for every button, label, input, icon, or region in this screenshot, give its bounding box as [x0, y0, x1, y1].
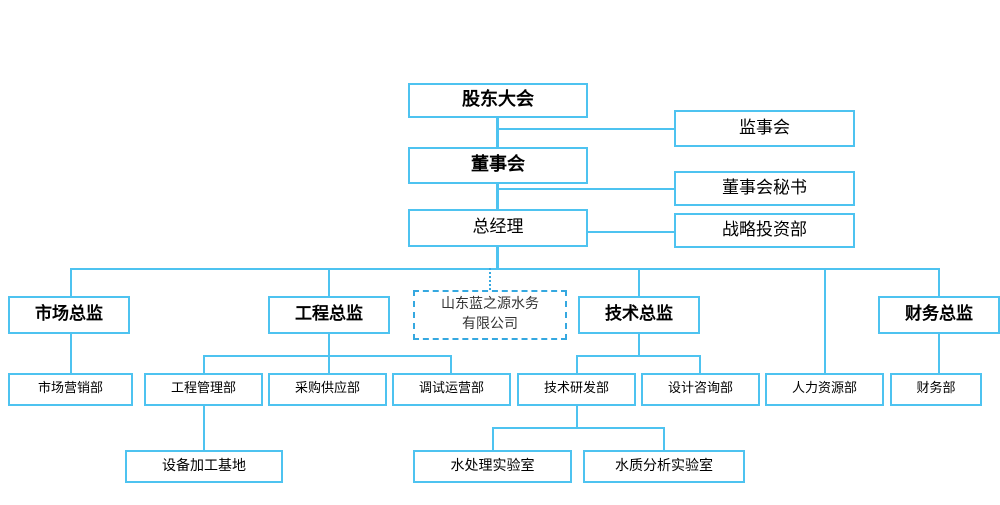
connector-gm-to-main-bus — [496, 246, 499, 269]
node-dept-design-consulting[interactable]: 设计咨询部 — [641, 373, 760, 406]
node-technology-director[interactable]: 技术总监 — [578, 296, 700, 334]
connector-bus-to-marketing-director — [70, 268, 72, 296]
connector-bus-to-company — [489, 268, 491, 290]
connector-eng-bus-to-commissioning — [450, 355, 452, 373]
connector-eng-bus-to-procurement — [328, 355, 330, 373]
connector-bus-to-finance-director — [938, 268, 940, 296]
company-name-line2: 有限公司 — [462, 316, 518, 332]
connector-finance-director-to-dept — [938, 334, 940, 373]
engineering-sub-bus — [203, 355, 452, 357]
node-company-name[interactable]: 山东蓝之源水务 有限公司 — [413, 290, 567, 340]
connector-tech-bus-to-design — [699, 355, 701, 373]
node-dept-human-resources[interactable]: 人力资源部 — [765, 373, 884, 406]
connector-board-to-supervisory — [497, 128, 675, 130]
connector-bus-to-hr-dept — [824, 268, 826, 373]
node-dept-finance[interactable]: 财务部 — [890, 373, 982, 406]
connector-engineering-director-down — [328, 334, 330, 355]
connector-lab-bus-to-water-treatment — [492, 427, 494, 450]
node-dept-marketing-sales[interactable]: 市场营销部 — [8, 373, 133, 406]
lab-sub-bus — [492, 427, 664, 429]
node-engineering-director[interactable]: 工程总监 — [268, 296, 390, 334]
node-water-treatment-lab[interactable]: 水处理实验室 — [413, 450, 572, 483]
node-finance-director[interactable]: 财务总监 — [878, 296, 1000, 334]
company-name-line1: 山东蓝之源水务 — [441, 296, 539, 313]
node-strategic-investment[interactable]: 战略投资部 — [674, 213, 855, 248]
node-board-of-directors[interactable]: 董事会 — [408, 147, 588, 184]
node-dept-engineering-management[interactable]: 工程管理部 — [144, 373, 263, 406]
connector-gm-to-strategic-investment — [588, 231, 675, 233]
connector-eng-bus-to-engineering-management — [203, 355, 205, 373]
connector-technology-rd-down — [576, 406, 578, 427]
node-dept-commissioning-operations[interactable]: 调试运营部 — [392, 373, 511, 406]
connector-tech-bus-to-rd — [576, 355, 578, 373]
connector-engineering-management-to-equipment-base — [203, 406, 205, 450]
connector-technology-director-down — [638, 334, 640, 355]
node-water-quality-lab[interactable]: 水质分析实验室 — [583, 450, 745, 483]
connector-bus-to-technology-director — [638, 268, 640, 296]
connector-board-to-gm — [496, 183, 499, 211]
node-board-secretary[interactable]: 董事会秘书 — [674, 171, 855, 206]
connector-shareholders-to-board — [496, 117, 499, 149]
main-distribution-bus — [70, 268, 940, 270]
node-equipment-processing-base[interactable]: 设备加工基地 — [125, 450, 283, 483]
node-marketing-director[interactable]: 市场总监 — [8, 296, 130, 334]
node-shareholders-meeting[interactable]: 股东大会 — [408, 83, 588, 118]
node-general-manager[interactable]: 总经理 — [408, 209, 588, 247]
node-supervisory-board[interactable]: 监事会 — [674, 110, 855, 147]
node-dept-technology-rd[interactable]: 技术研发部 — [517, 373, 636, 406]
technology-sub-bus — [576, 355, 700, 357]
connector-board-to-secretary — [497, 188, 675, 190]
connector-marketing-director-to-dept — [70, 334, 72, 373]
connector-bus-to-engineering-director — [328, 268, 330, 296]
node-dept-procurement-supply[interactable]: 采购供应部 — [268, 373, 387, 406]
connector-lab-bus-to-water-quality — [663, 427, 665, 450]
